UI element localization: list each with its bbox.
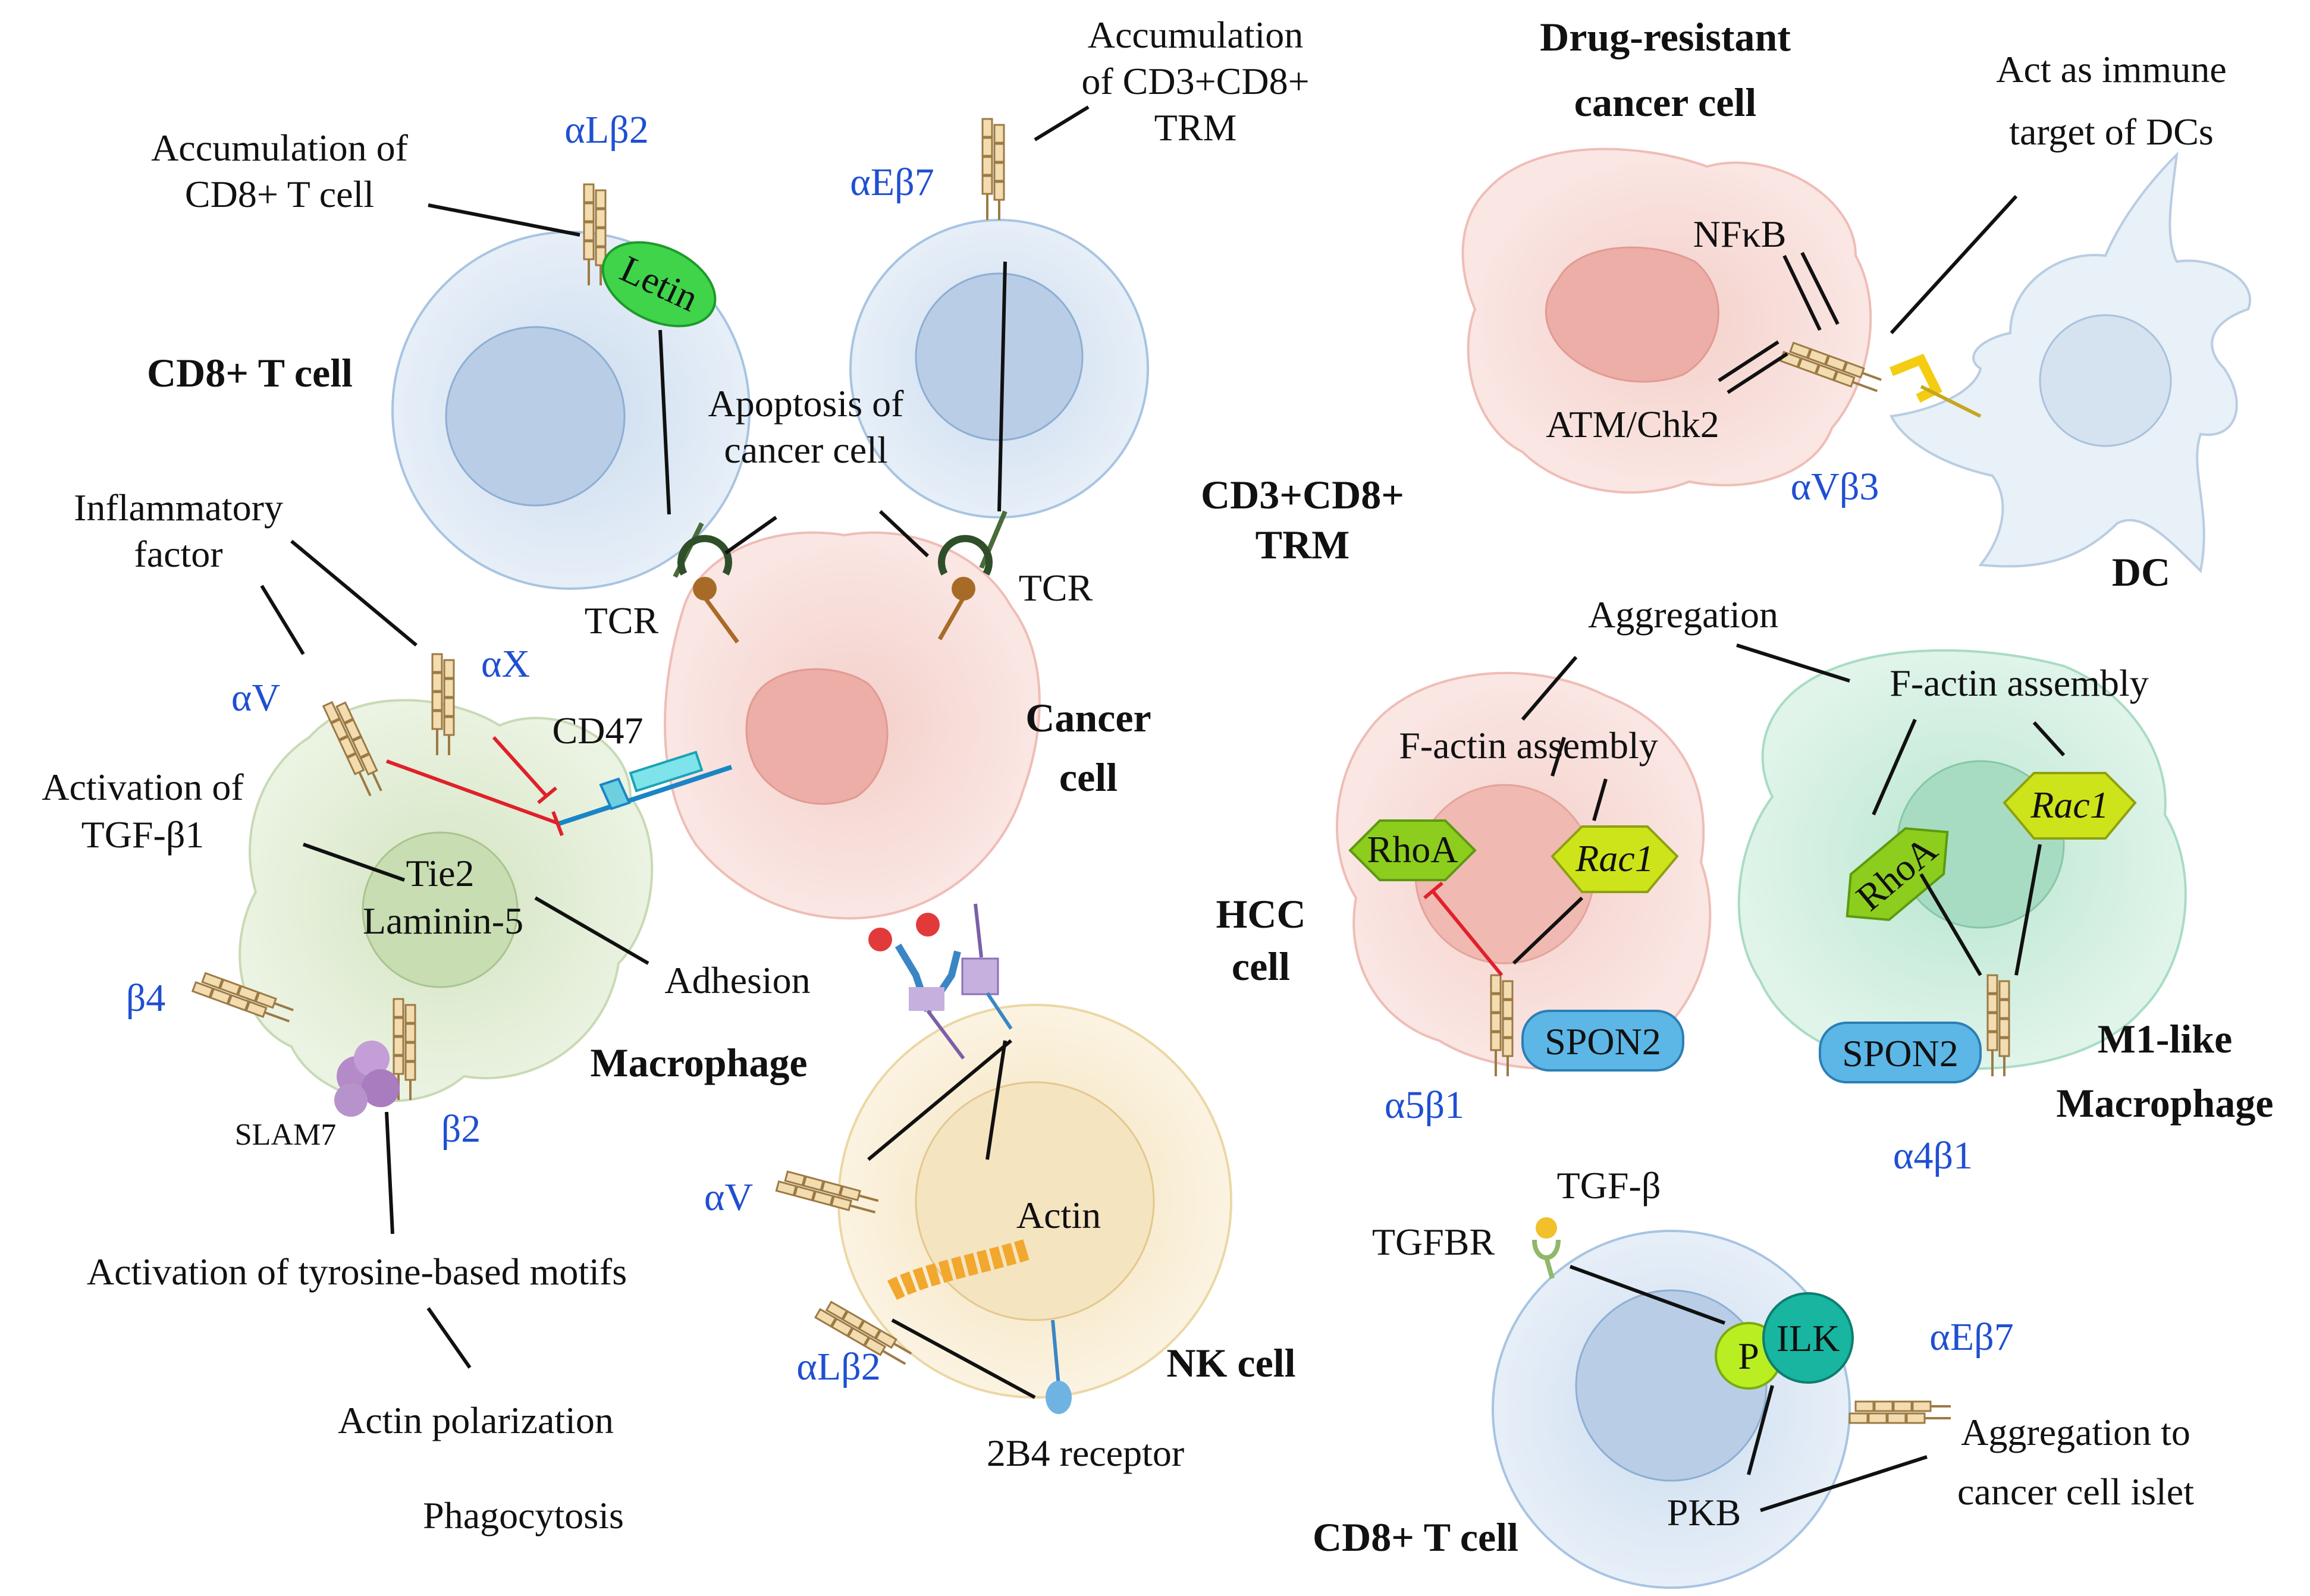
atm-chk2-label: ATM/Chk2 [1546, 403, 1719, 445]
connector-lines [260, 105, 2066, 1512]
alphav-beta3-label: αVβ3 [1791, 465, 1879, 508]
laminin-label: Laminin-5 [363, 900, 523, 942]
factin-hcc-label: F-actin assembly [1399, 724, 1658, 766]
trm-cell [849, 219, 1149, 519]
tgfb-label: TGF-β [1557, 1164, 1661, 1207]
tyrosine-motifs-label: Activation of tyrosine-based motifs [87, 1251, 627, 1293]
alpha5-beta1-label: α5β1 [1385, 1083, 1464, 1127]
tcr-receptor-icon [673, 522, 739, 644]
2b4-receptor-label: 2B4 receptor [987, 1432, 1184, 1474]
phagocytosis-label: Phagocytosis [423, 1494, 624, 1537]
nk-cell-title: NK cell [1166, 1340, 1295, 1385]
antibody-icon [868, 903, 1013, 1060]
2b4-receptor-icon [1046, 1319, 1072, 1414]
trm-cell-title: CD3+CD8+TRM [1201, 472, 1404, 567]
alpha4-beta1-label: α4β1 [1893, 1134, 1973, 1177]
alphae-beta7-cd8-label: αEβ7 [1929, 1315, 2013, 1359]
spon2-m1-icon [1819, 1022, 1982, 1083]
alphal-beta2-label: αLβ2 [564, 108, 648, 152]
ilk-label: ILK [1777, 1317, 1840, 1359]
av-b3-ligand-icon [1890, 353, 1982, 418]
tcr-label-right: TCR [1019, 567, 1093, 609]
slam7-label: SLAM7 [235, 1118, 336, 1152]
nfkb-label: NFκB [1693, 213, 1787, 255]
rac1-m1-icon [2003, 772, 2137, 840]
alphav-mac-label: αV [231, 676, 280, 720]
adhesion-label: Adhesion [664, 959, 810, 1001]
drug-resistant-cancer-cell [1461, 147, 1872, 494]
tie2-label: Tie2 [406, 852, 474, 894]
actin-filament-icon [887, 1238, 1032, 1300]
macrophage-cell [238, 699, 654, 1102]
rhoa-hcc-icon [1348, 819, 1477, 881]
slam7-protein-icon [334, 1041, 400, 1117]
integrin-receptor-icon [1848, 1400, 1952, 1424]
cd47-label: CD47 [553, 709, 644, 752]
tgfbr-label: TGFBR [1372, 1221, 1495, 1263]
ilk-kinase-icon [1762, 1292, 1854, 1384]
rac1-m1-label: Rac1 [2030, 784, 2109, 826]
pkb-label: PKB [1667, 1491, 1741, 1534]
rac1-hcc-icon [1551, 825, 1679, 893]
spon2-hcc-label: SPON2 [1545, 1020, 1661, 1063]
cd8-t-cell-bottom-title: CD8+ T cell [1313, 1515, 1518, 1560]
alphal-beta2-nk-label: αLβ2 [796, 1345, 880, 1388]
m1-macrophage-cell [1737, 649, 2187, 1070]
tcr-label-left: TCR [585, 599, 659, 642]
rac1-hcc-label: Rac1 [1575, 837, 1654, 879]
tcr-receptor-icon [937, 510, 1008, 640]
dc-title: DC [2112, 549, 2170, 595]
cd8-t-cell-title: CD8+ T cell [147, 350, 353, 395]
factin-m1-label: F-actin assembly [1890, 662, 2148, 704]
letin-ligand-icon [601, 241, 717, 328]
integrin-receptor-icon [981, 118, 1005, 221]
cd8-t-cell-bottom [1492, 1230, 1851, 1589]
spon2-m1-label: SPON2 [1842, 1032, 1959, 1075]
inhibition-lines [385, 736, 1504, 976]
beta4-label: β4 [126, 976, 166, 1020]
alphax-label: αX [481, 642, 530, 686]
cancer-cell-center [663, 531, 1041, 920]
rhoa-hcc-label: RhoA [1367, 828, 1458, 871]
aggregation-label: Aggregation [1588, 593, 1778, 636]
actin-label: Actin [1016, 1194, 1101, 1236]
rhoa-m1-icon [1846, 827, 1949, 921]
beta2-label: β2 [441, 1107, 481, 1151]
dendritic-cell [1889, 151, 2251, 574]
p-label: P [1738, 1335, 1759, 1377]
spon2-hcc-icon [1521, 1010, 1684, 1072]
alphav-nk-label: αV [704, 1176, 753, 1219]
tgfbr-receptor-icon [1532, 1217, 1561, 1280]
hcc-cell [1336, 671, 1712, 1070]
macrophage-title: Macrophage [590, 1040, 807, 1085]
cd47-receptor-icon [558, 750, 733, 826]
actin-polarization-label: Actin polarization [338, 1399, 614, 1441]
alphae-beta7-label: αEβ7 [850, 161, 934, 204]
